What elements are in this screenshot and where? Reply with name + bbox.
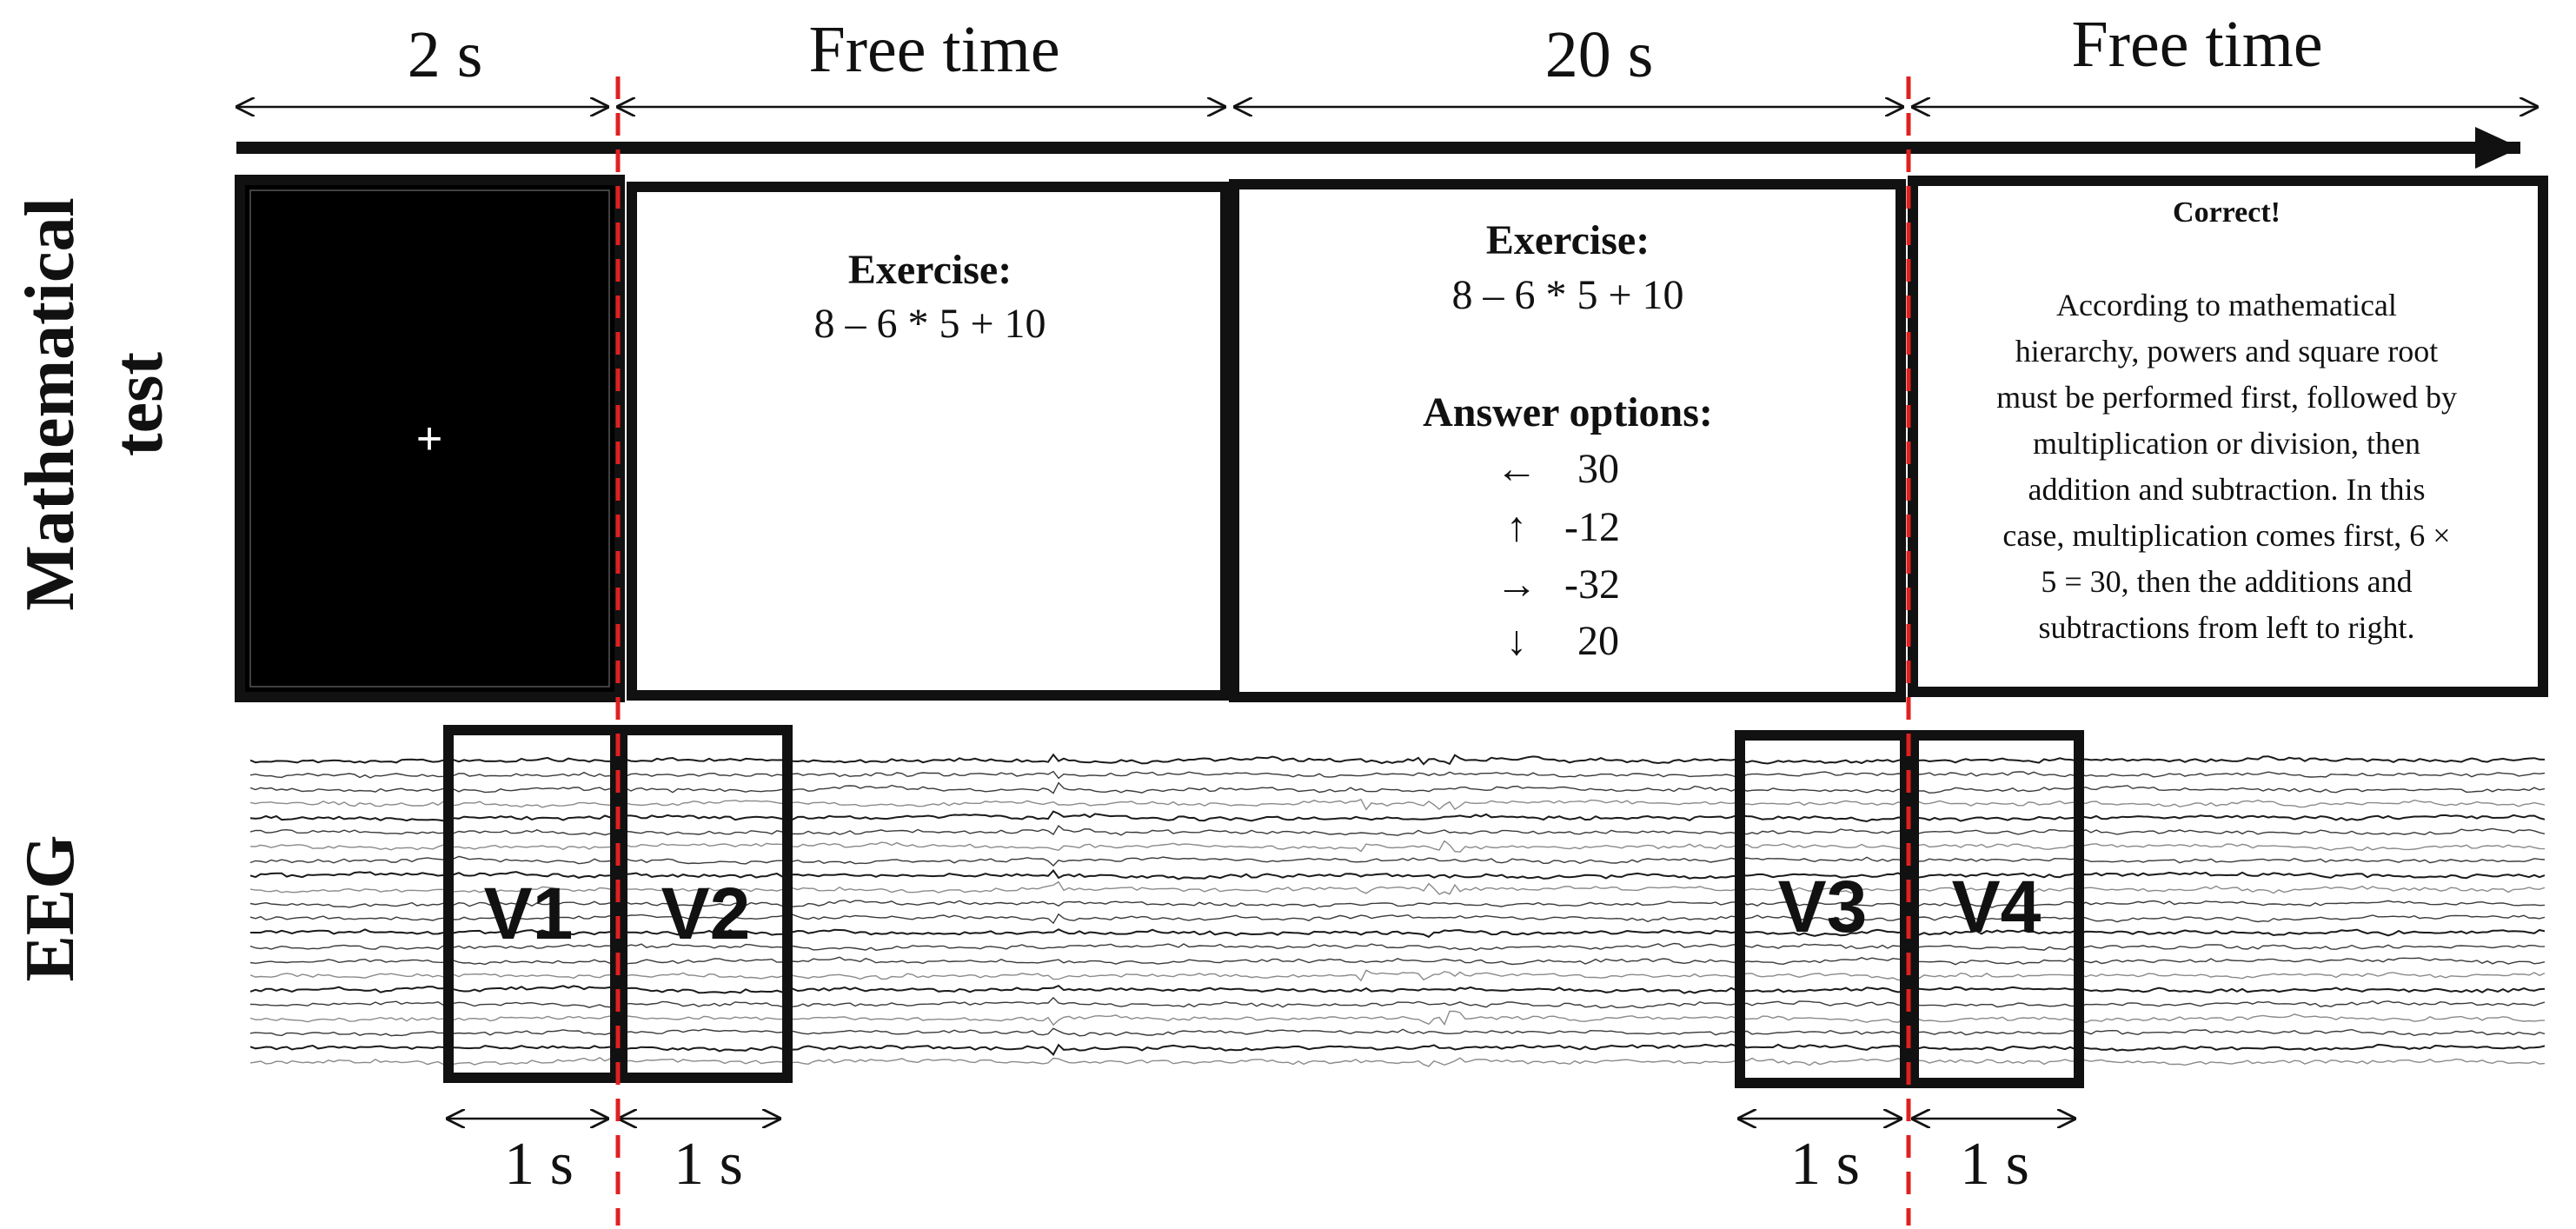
phase-2-duration-label: Free time [808, 13, 1059, 86]
feedback-line: hierarchy, powers and square root [2015, 334, 2438, 369]
eeg-channel-trace [250, 969, 2545, 982]
eeg-channel-trace [250, 781, 2545, 794]
window-v2-frame [617, 725, 793, 1083]
eeg-channel-trace [250, 1027, 2545, 1037]
fixation-cross: + [416, 414, 442, 464]
window-v1-frame [443, 725, 621, 1083]
eeg-channel-trace [250, 913, 2545, 925]
eeg-channel-trace [250, 855, 2545, 867]
window-v2-label: V2 [661, 873, 751, 954]
feedback-line: 5 = 30, then the additions and [2041, 564, 2412, 599]
feedback-line: subtractions from left to right. [2039, 610, 2415, 645]
row-label-math-line2: test [101, 352, 177, 456]
eeg-channel-trace [250, 825, 2545, 836]
answer-options-heading: Answer options: [1423, 389, 1713, 435]
answer-options-screen: Exercise: 8 – 6 * 5 + 10 Answer options:… [1229, 179, 1906, 702]
window-v4-frame [1909, 730, 2084, 1088]
eeg-channel-trace [250, 984, 2545, 994]
feedback-screen: Correct! According to mathematical hiera… [1908, 176, 2548, 697]
fixation-screen: + [235, 175, 625, 702]
window-durations: 1 s 1 s 1 s 1 s [447, 1119, 2075, 1198]
option-down-value: 20 [1577, 618, 1619, 664]
eeg-channel-trace [250, 1010, 2545, 1026]
exercise-expression: 8 – 6 * 5 + 10 [813, 301, 1046, 347]
analysis-windows: V1 V2 V3 V4 [443, 725, 2084, 1088]
option-down-arrow-icon: ↓ [1506, 618, 1527, 664]
feedback-line: must be performed first, followed by [1996, 380, 2457, 415]
window-1-duration-label: 1 s [504, 1131, 574, 1198]
window-3-duration-label: 1 s [1790, 1131, 1860, 1198]
eeg-channel-trace [250, 1056, 2545, 1067]
window-4-duration-label: 1 s [1960, 1131, 2029, 1198]
eeg-channel-trace [250, 942, 2545, 952]
window-v1-label: V1 [484, 873, 574, 954]
eeg-channel-trace [250, 928, 2545, 939]
option-right-value: -32 [1564, 561, 1620, 608]
eeg-channel-trace [250, 869, 2545, 880]
timeline-header: 2 s Free time 20 s Free time [236, 8, 2538, 169]
eeg-channel-trace [250, 753, 2545, 766]
option-right-arrow-icon: → [1496, 561, 1537, 608]
exercise-screen: Exercise: 8 – 6 * 5 + 10 [627, 182, 1231, 701]
feedback-explanation: According to mathematical hierarchy, pow… [1996, 288, 2457, 645]
eeg-channel-trace [250, 840, 2545, 853]
eeg-channel-trace [250, 1043, 2545, 1057]
option-left-value: 30 [1577, 446, 1619, 492]
eeg-channel-trace [250, 810, 2545, 823]
phase-1-duration-label: 2 s [408, 18, 483, 91]
eeg-channel-trace [250, 880, 2545, 895]
exercise-heading: Exercise: [848, 247, 1012, 293]
row-label-eeg: EEG [12, 835, 89, 982]
eeg-channel-trace [250, 770, 2545, 780]
window-v4-label: V4 [1952, 866, 2042, 947]
feedback-line: multiplication or division, then [2033, 426, 2420, 461]
answer-screen-expression: 8 – 6 * 5 + 10 [1451, 272, 1683, 318]
eeg-channel-trace [250, 996, 2545, 1009]
eeg-channel-trace [250, 798, 2545, 811]
window-v3-label: V3 [1778, 866, 1868, 947]
feedback-line: According to mathematical [2056, 288, 2397, 322]
feedback-line: addition and subtraction. In this [2028, 472, 2426, 507]
option-up-arrow-icon: ↑ [1506, 504, 1527, 550]
eeg-signal-traces [250, 753, 2545, 1067]
feedback-line: case, multiplication comes first, 6 × [2002, 518, 2450, 553]
eeg-channel-trace [250, 900, 2545, 908]
answer-screen-exercise-heading: Exercise: [1486, 217, 1650, 263]
feedback-title: Correct! [2173, 196, 2281, 229]
row-label-math-line1: Mathematical [12, 197, 89, 610]
eeg-channel-trace [250, 956, 2545, 966]
window-2-duration-label: 1 s [674, 1131, 743, 1198]
window-v3-frame [1735, 730, 1910, 1088]
phase-4-duration-label: Free time [2071, 8, 2322, 81]
phase-3-duration-label: 20 s [1545, 18, 1654, 91]
option-up-value: -12 [1564, 504, 1620, 550]
option-left-arrow-icon: ← [1496, 446, 1537, 492]
